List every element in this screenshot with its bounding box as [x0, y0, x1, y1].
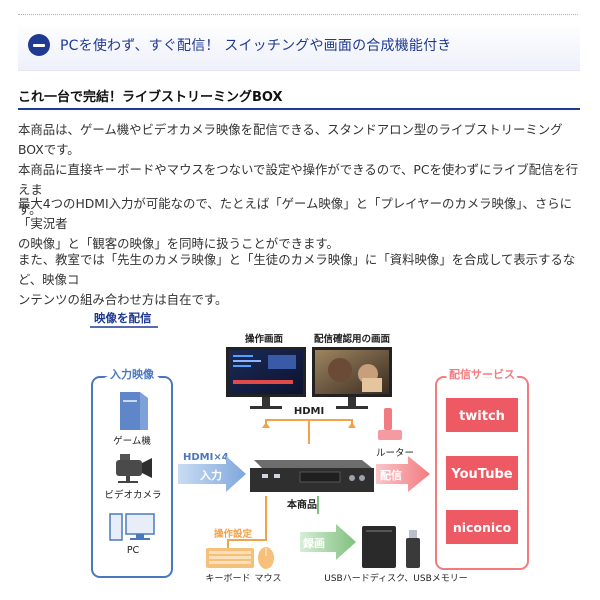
paragraph-1-line-2: 本商品に直接キーボードやマウスをつないで設定や操作ができるので、PCを使わずにラ… — [18, 162, 579, 197]
paragraph-1-line-1: 本商品は、ゲーム機やビデオカメラ映像を配信できる、スタンドアロン型のライブストリ… — [18, 122, 563, 157]
router-icon — [378, 408, 402, 440]
section-heading: これ一台で完結！ライブストリーミングBOX — [18, 90, 283, 105]
preview-screen-label: 配信確認用の画面 — [314, 333, 391, 345]
operation-screen-label: 操作画面 — [245, 333, 284, 345]
service-youtube-label: YouTube — [450, 467, 512, 482]
input-arrow — [178, 456, 246, 492]
paragraph-3-line-1: また、教室では「先生のカメラ映像」と「生徒のカメラ映像」に「資料映像」を合成して… — [18, 252, 576, 287]
router-label: ルーター — [376, 448, 414, 459]
mouse-icon — [258, 547, 274, 569]
hdmi-input-label: HDMI×4 — [183, 452, 229, 463]
paragraph-2: 最大4つのHDMI入力が可能なので、たとえば「ゲーム映像」と「プレイヤーのカメラ… — [18, 194, 582, 254]
paragraph-3: また、教室では「先生のカメラ映像」と「生徒のカメラ映像」に「資料映像」を合成して… — [18, 250, 582, 310]
storage-label: USBハードディスク、USBメモリー — [324, 572, 468, 584]
video-camera-label: ビデオカメラ — [104, 489, 161, 501]
paragraph-2-line-1: 最大4つのHDMI入力が可能なので、たとえば「ゲーム映像」と「プレイヤーのカメラ… — [18, 196, 573, 231]
record-arrow-label: 録画 — [303, 536, 325, 550]
video-camera-icon — [116, 454, 152, 483]
paragraph-2-line-2: の映像」と「観客の映像」を同時に扱うことができます。 — [18, 236, 339, 251]
services-box-title: 配信サービス — [449, 367, 515, 381]
game-console-icon — [120, 392, 148, 430]
product-label: 本商品 — [287, 498, 317, 511]
paragraph-1: 本商品は、ゲーム機やビデオカメラ映像を配信できる、スタンドアロン型のライブストリ… — [18, 120, 582, 220]
diagram-title: 映像を配信 — [94, 311, 152, 325]
record-arrow — [300, 524, 356, 560]
usb-hdd-icon — [362, 526, 396, 568]
keyboard-icon — [206, 548, 254, 568]
input-arrow-label: 入力 — [200, 468, 222, 482]
distribute-arrow — [376, 456, 430, 492]
service-twitch-tile[interactable] — [446, 398, 518, 432]
game-console-label: ゲーム機 — [113, 435, 151, 447]
feature-banner: PCを使わず、すぐ配信！ スイッチングや画面の合成機能付き — [18, 22, 580, 71]
mouse-label: マウス — [254, 573, 281, 584]
service-twitch-label: twitch — [459, 409, 505, 424]
pc-label: PC — [127, 545, 140, 556]
paragraph-3-line-2: ンテンツの組み合わせ方は自在です。 — [18, 292, 228, 307]
service-niconico-label: niconico — [453, 520, 512, 535]
heading-underline — [18, 108, 580, 110]
keyboard-label: キーボード — [205, 573, 250, 584]
distribute-arrow-label: 配信 — [380, 468, 402, 482]
operation-monitor-icon — [226, 347, 306, 409]
preview-monitor-icon — [312, 347, 392, 409]
service-youtube-tile[interactable] — [446, 456, 518, 490]
minus-circle-icon[interactable] — [28, 34, 50, 56]
usb-memory-icon — [406, 530, 420, 568]
settings-label: 操作設定 — [214, 528, 253, 540]
hdmi-output-label: HDMI — [294, 406, 324, 417]
paragraph-1-line-3: す。 — [18, 202, 42, 217]
input-box-title: 入力映像 — [110, 367, 155, 381]
top-dotted-divider — [18, 14, 578, 15]
service-niconico-tile[interactable] — [446, 510, 518, 544]
streaming-diagram: 映像を配信 入力映像 ゲーム機 ビデオカメラ PC HDMI×4 入力 操作画面… — [90, 311, 529, 584]
hdmi-arrowhead-right — [348, 422, 356, 428]
product-device-icon — [250, 460, 374, 492]
pc-icon — [109, 513, 155, 541]
hdmi-arrowhead-left — [262, 422, 270, 428]
banner-text: PCを使わず、すぐ配信！ スイッチングや画面の合成機能付き — [60, 38, 452, 54]
